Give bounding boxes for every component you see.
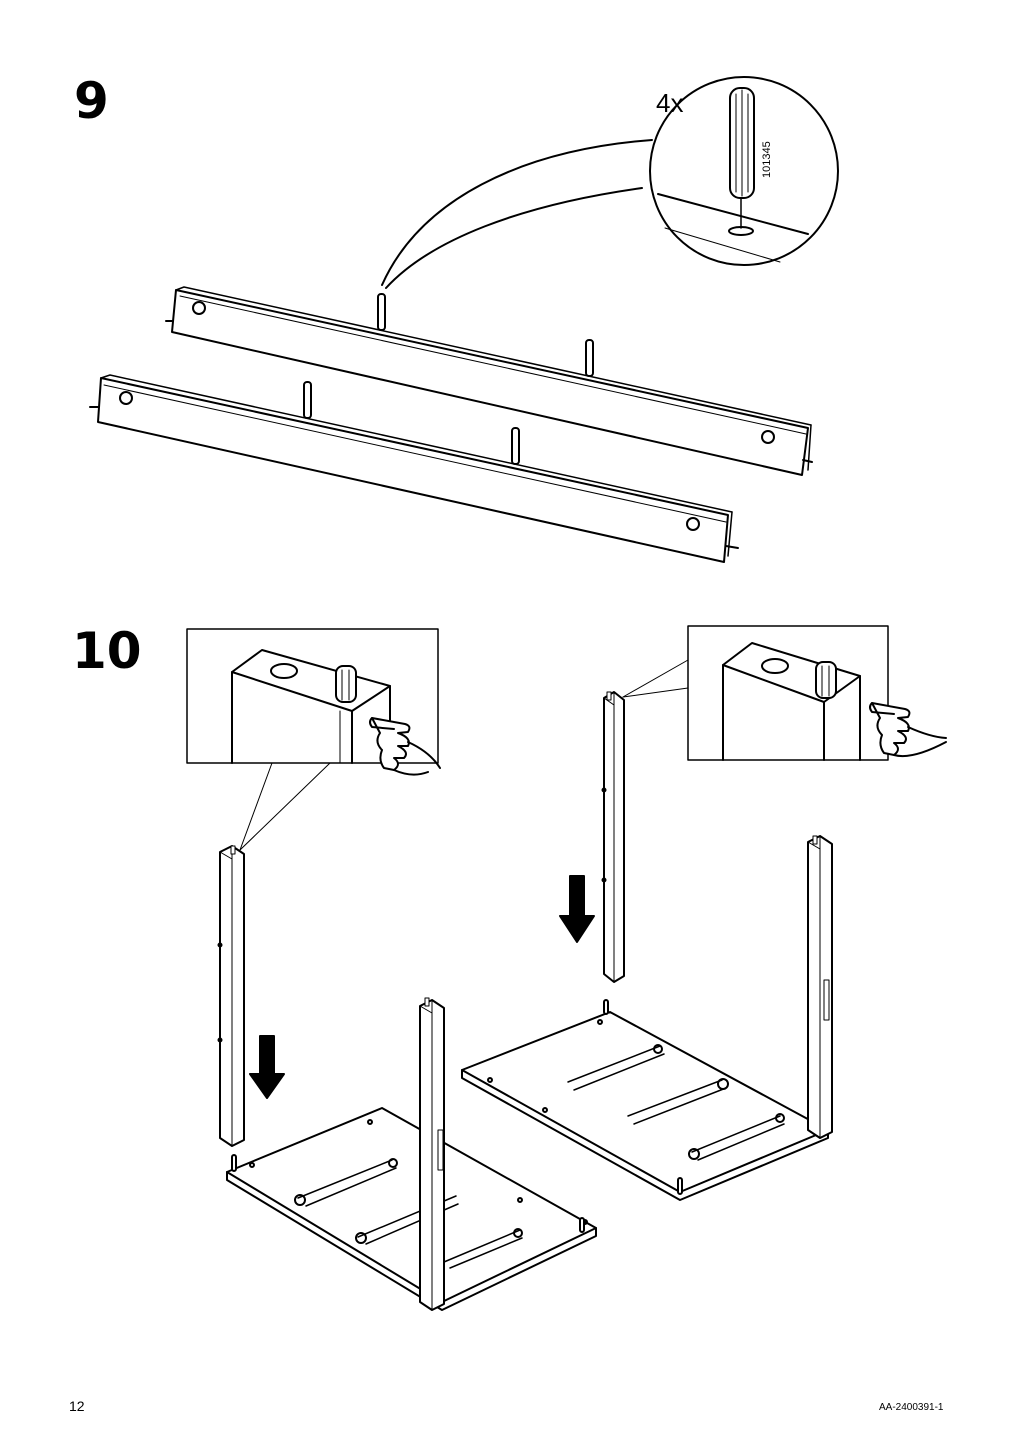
upper-rail — [165, 286, 813, 476]
pointing-hand-icon — [369, 717, 441, 776]
pointing-hand-icon — [869, 702, 947, 758]
dowel-detail-callout — [381, 76, 839, 289]
dowel-icon — [815, 661, 837, 699]
dowel-icon — [729, 87, 755, 229]
right-detail-box — [622, 625, 947, 761]
lower-rail — [89, 374, 739, 563]
step-10-illustration — [186, 625, 947, 1311]
dowel-icon — [335, 665, 357, 703]
step-10-number: 10 — [72, 622, 142, 680]
quantity-label: 4x — [656, 88, 683, 118]
down-arrow-icon — [249, 1035, 285, 1099]
left-detail-box — [186, 628, 441, 851]
step-9-illustration: 4x 101345 — [89, 76, 839, 563]
right-assembly — [461, 691, 833, 1201]
part-number: 101345 — [761, 141, 773, 178]
document-code: AA-2400391-1 — [879, 1402, 944, 1413]
page-number: 12 — [69, 1398, 85, 1414]
step-9-number: 9 — [74, 72, 109, 130]
left-assembly — [217, 845, 597, 1311]
down-arrow-icon — [559, 875, 595, 943]
